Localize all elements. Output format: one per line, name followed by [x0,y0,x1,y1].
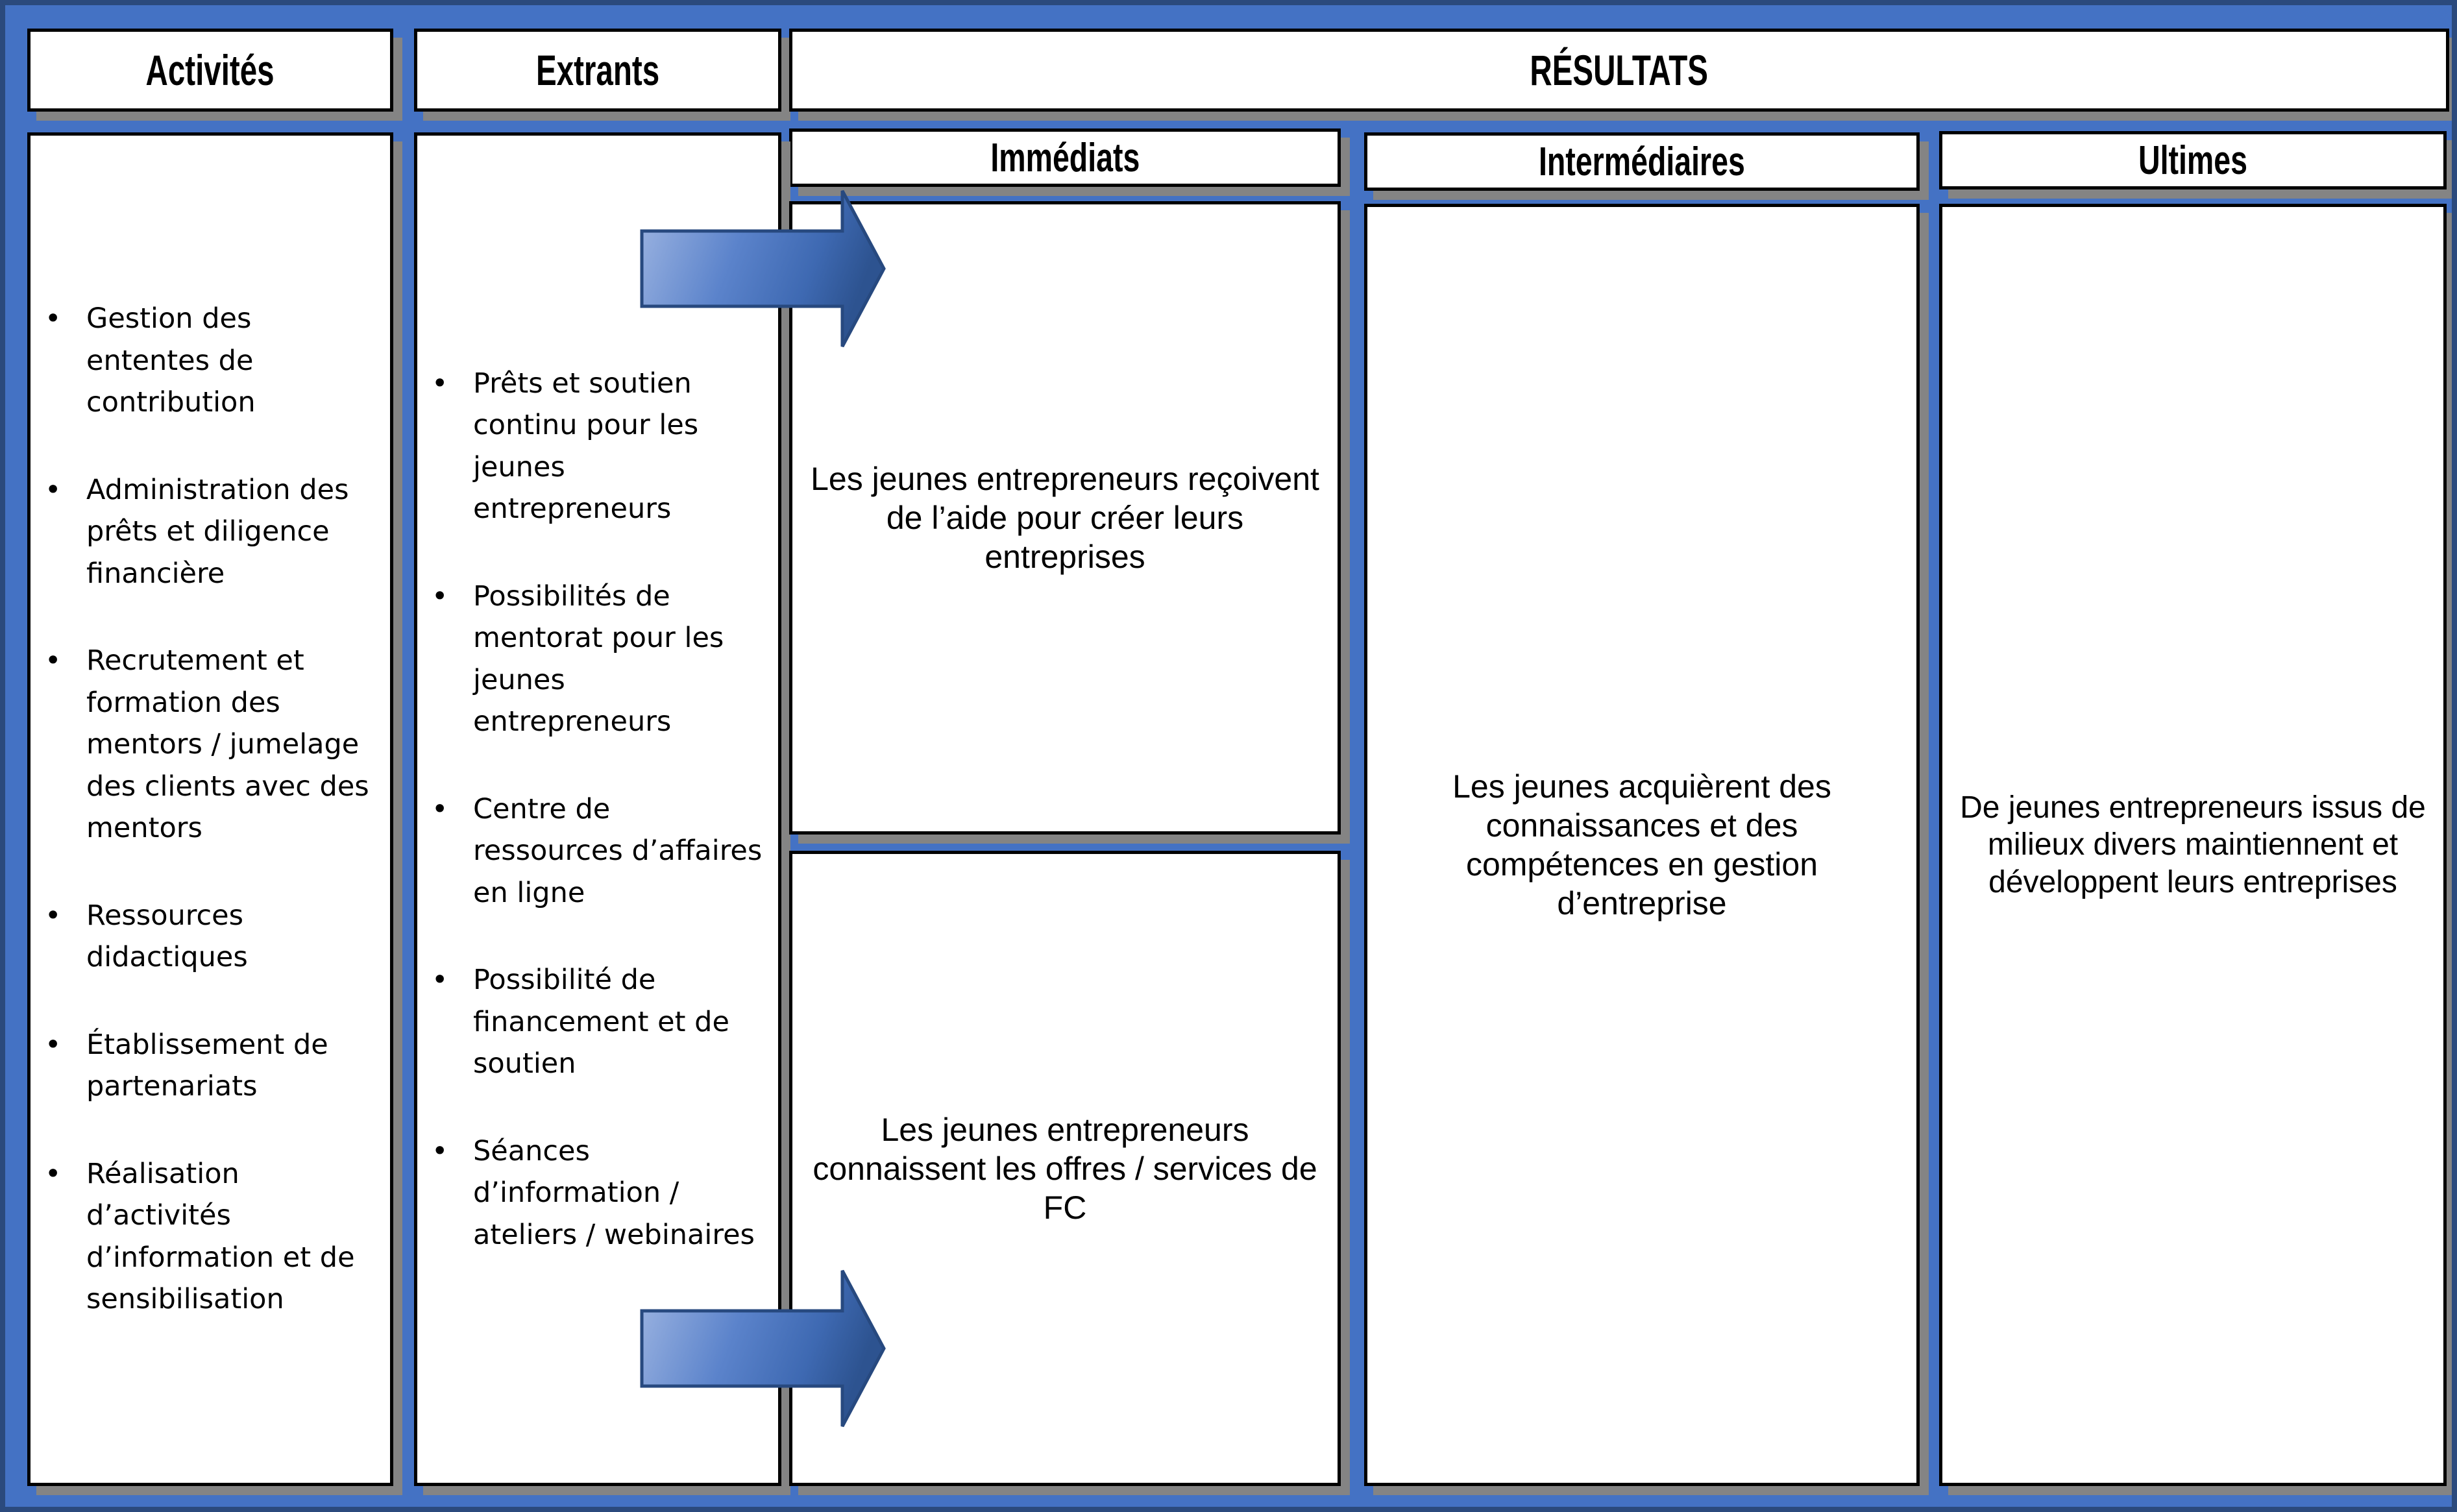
list-item: Centre de ressources d’affaires en ligne [417,788,765,914]
flow-arrow-bottom-icon [640,1269,886,1428]
intermediaires-result-box: Les jeunes acquièrent des connaissances … [1364,204,1920,1486]
list-item: Ressources didactiques [31,895,377,979]
flow-arrow-top-icon [640,189,886,348]
extrants-header: Extrants [414,29,781,112]
ultimes-result-box: De jeunes entrepreneurs issus de milieux… [1939,204,2447,1486]
intermediaires-result-text: Les jeunes acquièrent des connaissances … [1452,768,1831,921]
resultats-header-label: RÉSULTATS [1530,46,1709,94]
extrants-list: Prêts et soutien continu pour les jeunes… [417,363,778,1256]
intermediaires-subheader-label: Intermédiaires [1539,139,1745,184]
list-item: Possibilité de financement et de soutien [417,959,765,1085]
list-item: Possibilités de mentorat pour les jeunes… [417,576,765,743]
extrants-header-label: Extrants [535,46,660,94]
list-item: Gestion des ententes de contribution [31,298,377,424]
activites-content-box: Gestion des ententes de contribution Adm… [27,132,393,1486]
extrants-content-box: Prêts et soutien continu pour les jeunes… [414,132,781,1486]
immediats-subheader-label: Immédiats [990,135,1140,180]
ultimes-subheader: Ultimes [1939,131,2447,189]
immediats-result-text-1: Les jeunes entrepreneurs reçoivent de l’… [811,461,1319,575]
activites-header: Activités [27,29,393,112]
list-item: Administration des prêts et diligence fi… [31,469,377,595]
list-item: Séances d’information / ateliers / webin… [417,1130,765,1256]
intermediaires-subheader: Intermédiaires [1364,132,1920,191]
immediats-subheader: Immédiats [789,128,1341,187]
activites-list: Gestion des ententes de contribution Adm… [31,298,390,1321]
ultimes-result-text: De jeunes entrepreneurs issus de milieux… [1960,790,2426,899]
immediats-result-box-1: Les jeunes entrepreneurs reçoivent de l’… [789,201,1341,835]
list-item: Établissement de partenariats [31,1024,377,1108]
activites-header-label: Activités [145,46,275,94]
resultats-header: RÉSULTATS [789,29,2449,112]
ultimes-subheader-label: Ultimes [2138,138,2247,183]
immediats-result-text-2: Les jeunes entrepreneurs connaissent les… [813,1111,1317,1226]
list-item: Prêts et soutien continu pour les jeunes… [417,363,765,530]
immediats-result-box-2: Les jeunes entrepreneurs connaissent les… [789,851,1341,1486]
list-item: Réalisation d’activités d’information et… [31,1153,377,1321]
list-item: Recrutement et formation des mentors / j… [31,640,377,849]
